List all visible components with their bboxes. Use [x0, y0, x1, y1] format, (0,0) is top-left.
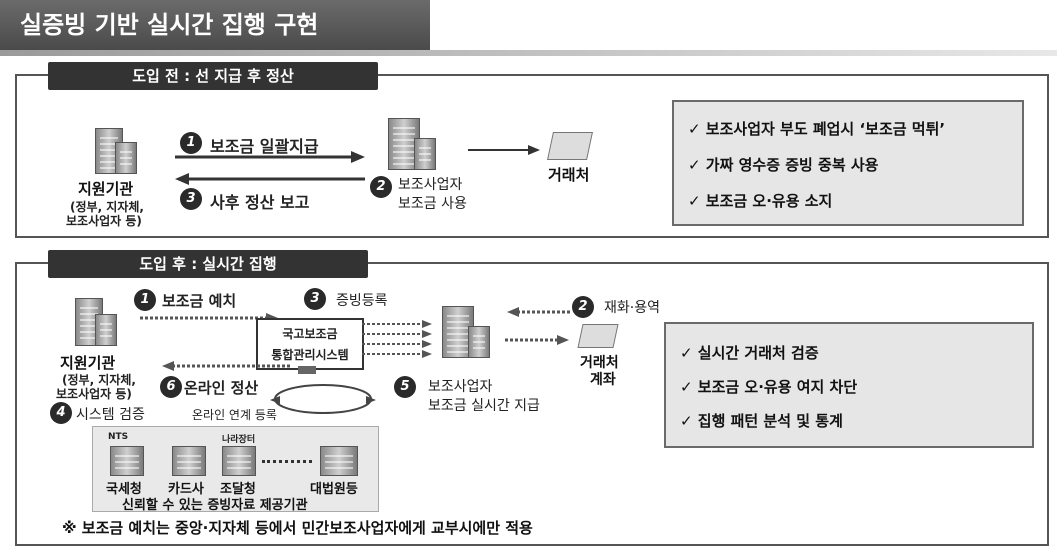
step1-arrow — [175, 151, 365, 163]
step3-arrow — [175, 173, 365, 185]
title-divider — [0, 50, 1057, 56]
after-receipt-icon — [577, 324, 619, 348]
card-building-icon — [172, 446, 206, 476]
footnote: ※ 보조금 예치는 중앙·지자체 등에서 민간보조사업자에게 교부시에만 적용 — [62, 519, 533, 537]
s5-badge: 5 — [394, 376, 416, 398]
ellipsis-divider — [262, 460, 312, 463]
to-vendor-arrow — [468, 145, 540, 155]
s6-arrow — [162, 361, 290, 371]
s3-label: 증빙등록 — [336, 293, 388, 309]
after-agency-sub2: 보조사업자 등) — [56, 387, 132, 401]
before-tab: 도입 전 : 선 지급 후 정산 — [48, 62, 378, 90]
system-to-operator-arrows — [362, 320, 432, 358]
after-vendor-a: 거래처 — [580, 355, 619, 371]
after-operator-building-icon — [442, 306, 490, 358]
step1-label: 보조금 일괄지급 — [210, 137, 319, 156]
s1-badge: 1 — [134, 289, 156, 311]
source-item: 국세청 — [106, 482, 142, 497]
step3-label: 사후 정산 보고 — [210, 193, 310, 212]
subsidy-system-box: 국고보조금 통합관리시스템 — [256, 318, 364, 370]
s6-label: 온라인 정산 — [184, 379, 259, 397]
s5-label-b: 보조금 실시간 지급 — [428, 398, 540, 414]
online-link-label: 온라인 연계 등록 — [192, 408, 277, 422]
issue-item: ✓ 보조금 오·유용 소지 — [688, 192, 833, 210]
after-benefits-box: ✓ 실시간 거래처 검증 ✓ 보조금 오·유용 여지 차단 ✓ 집행 패턴 분석… — [664, 322, 1034, 448]
monitor-stand — [298, 366, 316, 374]
procurement-building-icon — [222, 446, 256, 476]
system-label-b: 통합관리시스템 — [271, 348, 349, 362]
s5-label-a: 보조사업자 — [428, 379, 493, 395]
online-link-cycle-icon — [270, 384, 376, 414]
before-agency-sub: (정부, 지자체, — [70, 200, 144, 214]
receipt-icon — [547, 132, 593, 160]
nts-building-icon — [110, 446, 144, 476]
step2-label-a: 보조사업자 — [398, 177, 463, 193]
benefit-item: ✓ 실시간 거래처 검증 — [680, 344, 819, 362]
issue-item: ✓ 가짜 영수증 증빙 중복 사용 — [688, 156, 879, 174]
s4-badge: 4 — [50, 402, 72, 424]
agency-building-icon — [95, 128, 137, 174]
s2-badge: 2 — [572, 296, 594, 318]
before-agency-sub2: 보조사업자 등) — [66, 214, 142, 228]
operator-building-icon — [388, 118, 436, 170]
s2-label: 재화·용역 — [604, 300, 660, 316]
after-agency-name: 지원기관 — [60, 354, 116, 372]
before-agency-name: 지원기관 — [78, 180, 134, 198]
s4-label: 시스템 검증 — [76, 407, 145, 423]
s6-badge: 6 — [160, 376, 182, 398]
operator-to-vendor-arrow — [505, 335, 569, 345]
s2-arrow — [507, 307, 571, 317]
before-issues-box: ✓ 보조사업자 부도 폐업시 ‘보조금 먹튀’ ✓ 가짜 영수증 증빙 중복 사… — [672, 100, 1024, 226]
step2-badge: 2 — [370, 176, 392, 198]
before-vendor: 거래처 — [548, 166, 590, 184]
source-item: 대법원등 — [310, 482, 358, 497]
after-vendor-b: 계좌 — [590, 372, 616, 388]
source-item: 카드사 — [168, 482, 204, 497]
step2-label-b: 보조금 사용 — [398, 196, 467, 212]
source-item: 조달청 — [220, 482, 256, 497]
after-tab: 도입 후 : 실시간 집행 — [48, 250, 368, 278]
page-title: 실증빙 기반 실시간 집행 구현 — [0, 0, 430, 50]
nts-logo: NTS — [108, 432, 129, 442]
court-building-icon — [320, 446, 358, 476]
s3-badge: 3 — [304, 288, 326, 310]
after-agency-sub: (정부, 지자체, — [62, 373, 136, 387]
after-agency-building-icon — [75, 298, 117, 346]
system-label-a: 국고보조금 — [282, 327, 338, 341]
benefit-item: ✓ 보조금 오·유용 여지 차단 — [680, 378, 858, 396]
s1-label: 보조금 예치 — [162, 292, 237, 310]
issue-item: ✓ 보조사업자 부도 폐업시 ‘보조금 먹튀’ — [688, 120, 946, 138]
sources-caption: 신뢰할 수 있는 증빙자료 제공기관 — [122, 498, 308, 513]
narajangteo-logo: 나라장터 — [222, 435, 256, 445]
step3-badge: 3 — [180, 188, 202, 210]
benefit-item: ✓ 집행 패턴 분석 및 통계 — [680, 412, 843, 430]
step1-badge: 1 — [180, 132, 202, 154]
